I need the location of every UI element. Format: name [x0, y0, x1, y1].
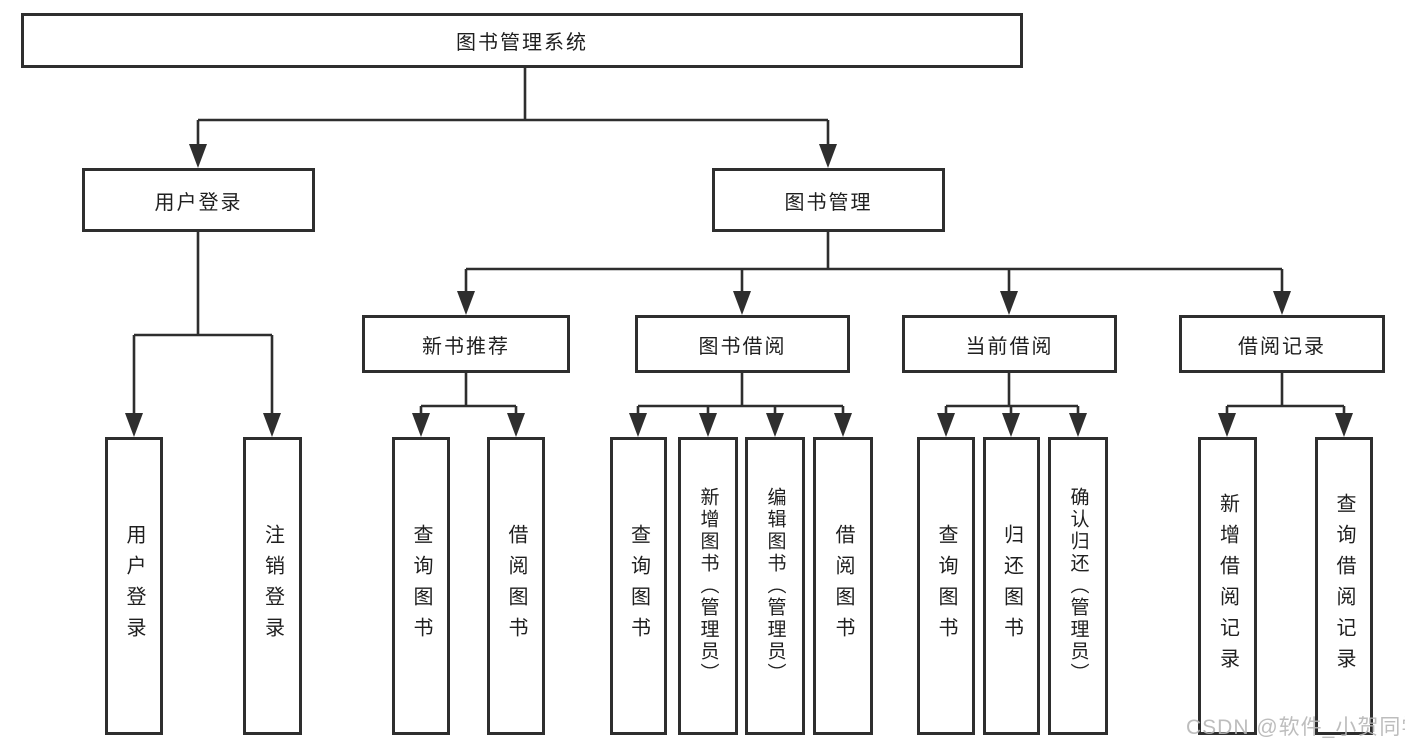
leaf-query-books-recommend-label: 查询图书 — [410, 524, 432, 648]
leaf-edit-books-admin: 编辑图书（管理员） — [745, 437, 805, 735]
node-book-management-label: 图书管理 — [784, 191, 873, 214]
leaf-confirm-return-admin: 确认归还（管理员） — [1048, 437, 1108, 735]
leaf-add-books-admin: 新增图书（管理员） — [678, 437, 738, 735]
node-current-borrow: 当前借阅 — [902, 315, 1117, 373]
node-current-borrow-label: 当前借阅 — [965, 335, 1054, 358]
leaf-borrow-books-recommend-label: 借阅图书 — [505, 524, 527, 648]
leaf-add-borrow-record: 新增借阅记录 — [1198, 437, 1257, 735]
leaf-query-borrow-record: 查询借阅记录 — [1315, 437, 1373, 735]
node-borrow-records-label: 借阅记录 — [1238, 335, 1326, 358]
leaf-user-login-label: 用户登录 — [123, 524, 145, 648]
node-book-management: 图书管理 — [712, 168, 945, 232]
node-root-system: 图书管理系统 — [21, 13, 1023, 68]
node-new-book-recommend: 新书推荐 — [362, 315, 570, 373]
leaf-borrow-books-recommend: 借阅图书 — [487, 437, 545, 735]
leaf-logout: 注销登录 — [243, 437, 302, 735]
leaf-return-books-label: 归还图书 — [1000, 524, 1023, 648]
leaf-query-books-borrow-label: 查询图书 — [627, 524, 650, 648]
node-borrow-records: 借阅记录 — [1179, 315, 1385, 373]
leaf-query-books-current-label: 查询图书 — [935, 524, 957, 648]
node-user-login-label: 用户登录 — [154, 191, 243, 214]
leaf-logout-label: 注销登录 — [261, 524, 284, 648]
leaf-user-login: 用户登录 — [105, 437, 163, 735]
node-user-login: 用户登录 — [82, 168, 315, 232]
leaf-edit-books-admin-label: 编辑图书（管理员） — [764, 487, 786, 685]
node-new-book-recommend-label: 新书推荐 — [422, 335, 510, 358]
leaf-add-books-admin-label: 新增图书（管理员） — [697, 487, 719, 685]
arrowheads — [125, 144, 1353, 437]
node-book-borrow-label: 图书借阅 — [698, 335, 787, 358]
node-root-system-label: 图书管理系统 — [456, 32, 588, 54]
leaf-query-books-borrow: 查询图书 — [610, 437, 667, 735]
leaf-query-borrow-record-label: 查询借阅记录 — [1333, 493, 1355, 679]
leaf-query-books-recommend: 查询图书 — [392, 437, 450, 735]
leaf-borrow-books-label: 借阅图书 — [832, 524, 854, 648]
leaf-return-books: 归还图书 — [983, 437, 1040, 735]
leaf-borrow-books: 借阅图书 — [813, 437, 873, 735]
node-book-borrow: 图书借阅 — [635, 315, 850, 373]
leaf-add-borrow-record-label: 新增借阅记录 — [1216, 493, 1239, 679]
leaf-confirm-return-admin-label: 确认归还（管理员） — [1067, 487, 1089, 685]
csdn-watermark: CSDN @软件_小贺同学 — [1186, 716, 1405, 739]
leaf-query-books-current: 查询图书 — [917, 437, 975, 735]
